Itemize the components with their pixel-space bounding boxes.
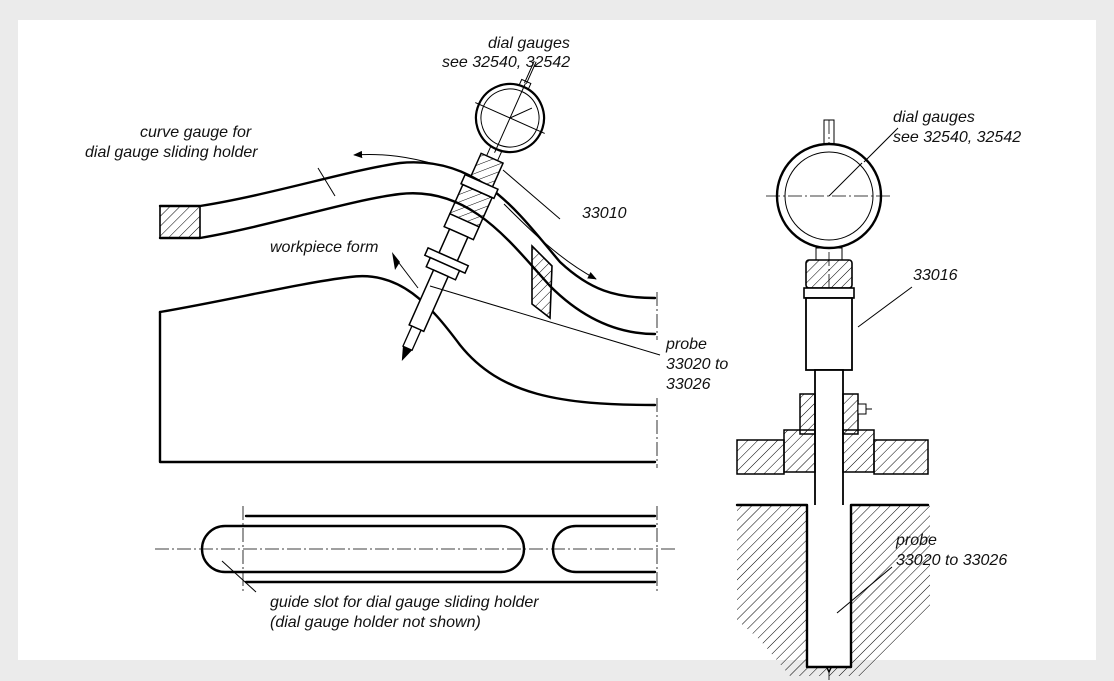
workpiece xyxy=(158,274,658,468)
label-probe-left-2: 33020 to xyxy=(666,356,728,373)
label-dial-gauges-left-1: dial gauges xyxy=(488,35,570,52)
dial-gauge-left xyxy=(401,60,546,362)
label-guide-slot-2: (dial gauge holder not shown) xyxy=(270,614,481,631)
label-probe-left-3: 33026 xyxy=(666,376,711,393)
label-probe-right-1: probe xyxy=(895,532,937,549)
leader-lines-right xyxy=(836,127,913,614)
label-dial-gauges-right-2: see 32540, 32542 xyxy=(893,129,1021,146)
label-workpiece-form: workpiece form xyxy=(270,239,378,256)
bore-section xyxy=(735,503,930,676)
label-probe-right-2: 33020 to 33026 xyxy=(896,552,1007,569)
label-curve-gauge-2: dial gauge sliding holder xyxy=(85,144,258,161)
label-dial-gauges-right-1: dial gauges xyxy=(893,109,975,126)
label-curve-gauge-1: curve gauge for xyxy=(140,124,252,141)
label-dial-gauges-left-2: see 32540, 32542 xyxy=(442,54,570,71)
label-guide-slot-1: guide slot for dial gauge sliding holder xyxy=(270,594,539,611)
curve-gauge xyxy=(158,161,658,340)
guide-slot-plate xyxy=(155,506,676,593)
label-probe-left-1: probe xyxy=(665,336,707,353)
leader-lines-left xyxy=(317,167,661,356)
label-part-33016: 33016 xyxy=(913,267,958,284)
motion-arrows xyxy=(353,150,597,280)
label-part-33010: 33010 xyxy=(582,205,627,222)
